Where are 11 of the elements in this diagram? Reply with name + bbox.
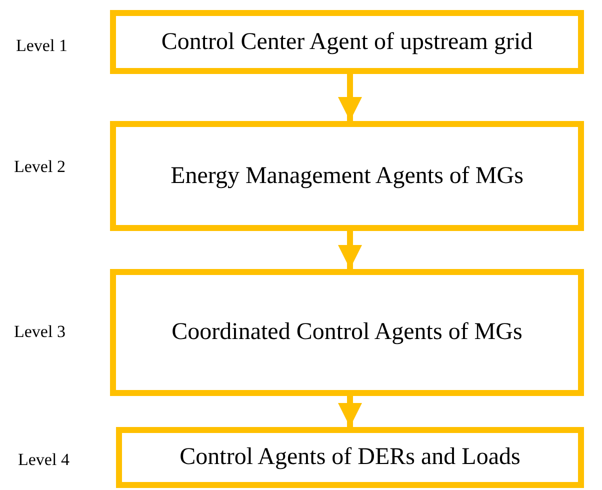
process-box: Control Agents of DERs and Loads (116, 427, 584, 488)
process-box: Control Center Agent of upstream grid (110, 10, 584, 74)
arrow (338, 74, 362, 121)
arrow (338, 396, 362, 427)
level-label: Level 2 (14, 157, 66, 177)
level-label: Level 4 (18, 450, 70, 470)
level-label: Level 3 (14, 322, 66, 342)
process-box: Energy Management Agents of MGs (110, 121, 584, 231)
arrow (338, 231, 362, 269)
process-box: Coordinated Control Agents of MGs (110, 269, 584, 396)
level-label: Level 1 (16, 36, 68, 56)
